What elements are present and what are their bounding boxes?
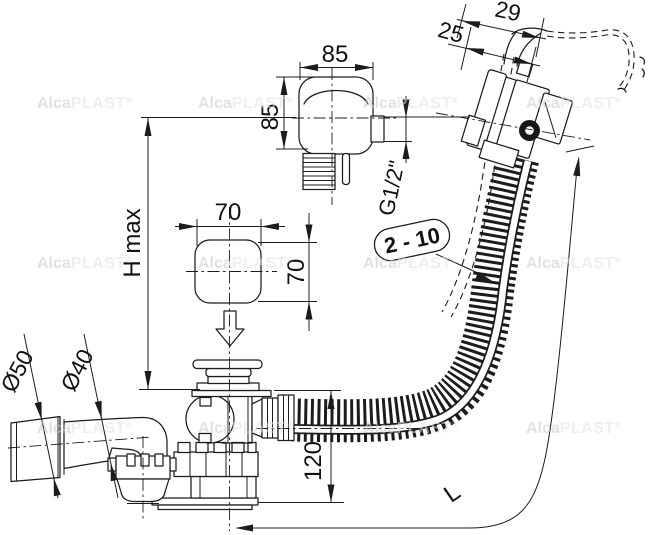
dim-d50-label: Ø50: [0, 346, 39, 397]
dim-thread-g12: G1/2": [373, 96, 470, 218]
svg-text:AlcaPLAST®: AlcaPLAST®: [363, 420, 458, 437]
dim-25-label: 25: [435, 16, 466, 48]
dim-70-width-label: 70: [215, 199, 242, 226]
svg-text:AlcaPLAST®: AlcaPLAST®: [526, 255, 621, 272]
svg-text:AlcaPLAST®: AlcaPLAST®: [37, 255, 132, 272]
dim-120-label: 120: [300, 441, 327, 481]
outlet-elbow: [10, 415, 177, 504]
dim-hose-length: [235, 145, 595, 532]
dim-h-max: H max: [119, 117, 296, 390]
dim-29-label: 29: [493, 0, 523, 26]
drain-plug: [192, 359, 263, 385]
svg-text:AlcaPLAST®: AlcaPLAST®: [198, 255, 293, 272]
svg-text:AlcaPLAST®: AlcaPLAST®: [198, 95, 293, 112]
knob-thread-outlet: [370, 115, 385, 143]
dim-d40-label: Ø40: [55, 345, 98, 396]
svg-text:AlcaPLAST®: AlcaPLAST®: [363, 255, 458, 272]
overflow-elbow-fitting: [460, 27, 573, 169]
dim-120: 120: [258, 390, 344, 503]
svg-text:AlcaPLAST®: AlcaPLAST®: [363, 95, 458, 112]
svg-text:AlcaPLAST®: AlcaPLAST®: [198, 420, 293, 437]
dim-L-label: L: [439, 479, 465, 509]
dim-knob70-height: 70: [258, 213, 317, 331]
drain-nut-teeth: [177, 441, 257, 454]
flexible-hose: [291, 152, 539, 443]
svg-text:AlcaPLAST®: AlcaPLAST®: [526, 95, 621, 112]
bathtub-rim-outline: [546, 29, 646, 93]
svg-text:AlcaPLAST®: AlcaPLAST®: [37, 95, 132, 112]
overflow-control-knob: [298, 76, 385, 191]
svg-text:AlcaPLAST®: AlcaPLAST®: [526, 420, 621, 437]
brand-watermarks: AlcaPLAST® AlcaPLAST® AlcaPLAST® AlcaPLA…: [37, 95, 621, 437]
wall-thickness-badge: 2 - 10: [373, 218, 497, 284]
dim-knob85-width: 85: [299, 41, 374, 80]
dim-hmax-label: H max: [119, 208, 146, 277]
knob-pin: [341, 152, 351, 186]
svg-text:AlcaPLAST®: AlcaPLAST®: [37, 420, 132, 437]
dim-85-width-label: 85: [322, 41, 349, 68]
dim-29: 29: [456, 0, 547, 58]
dim-knob70-width: 70: [175, 199, 285, 246]
mounting-direction-arrow: [215, 310, 245, 347]
dim-thread-label: G1/2": [373, 158, 409, 218]
dim-70-height-label: 70: [283, 259, 310, 286]
drain-assembly: [151, 359, 295, 511]
knob-cable-stem: [302, 152, 336, 191]
